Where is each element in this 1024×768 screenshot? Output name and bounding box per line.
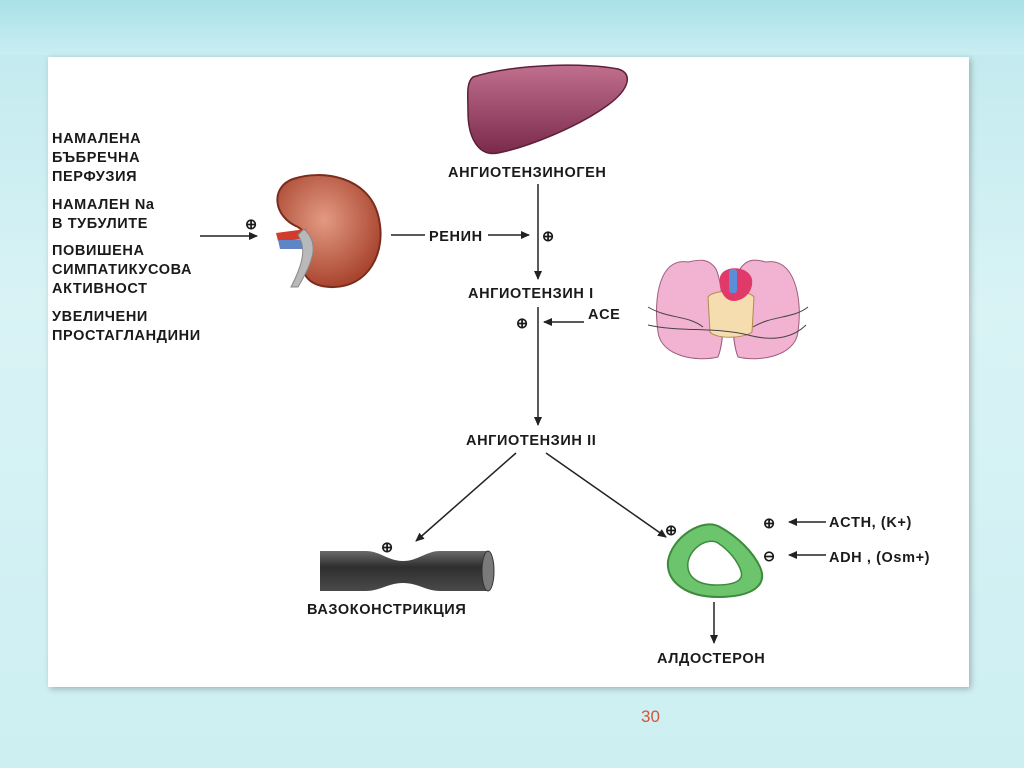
plus-sign: ⊕ [381,540,394,556]
cause-line: ПЕРФУЗИЯ [52,169,137,185]
cause-line: УВЕЛИЧЕНИ [52,309,148,325]
minus-sign: ⊖ [763,549,776,565]
ace-label: ACE [588,307,620,323]
cause-line: АКТИВНОСТ [52,281,148,297]
angiotensinogen-label: АНГИОТЕНЗИНОГЕН [448,165,606,181]
plus-sign: ⊕ [516,316,529,332]
aldosterone-label: АЛДОСТЕРОН [657,651,765,667]
background-band [0,0,1024,55]
plus-sign: ⊕ [763,516,776,532]
cause-line: НАМАЛЕНА [52,131,141,147]
cause-line: ПРОСТАГЛАНДИНИ [52,328,201,344]
slide-canvas: НАМАЛЕНА БЪБРЕЧНА ПЕРФУЗИЯ НАМАЛЕН Na В … [48,57,969,687]
vasoconstriction-label: ВАЗОКОНСТРИКЦИЯ [307,602,466,618]
arrow-to-vasoconstriction [415,452,517,542]
plus-sign: ⊕ [542,229,555,245]
liver-icon [466,64,628,155]
plus-sign: ⊕ [245,217,258,233]
blood-vessel-icon [320,550,495,592]
kidney-icon [276,174,382,289]
cause-line: НАМАЛЕН Na [52,197,155,213]
lungs-heart-icon [647,259,809,360]
arrow-to-adrenal [545,452,667,538]
adrenal-cell-icon [666,523,763,599]
angiotensin2-label: АНГИОТЕНЗИН II [466,433,596,449]
cause-line: БЪБРЕЧНА [52,150,140,166]
raas-diagram: НАМАЛЕНА БЪБРЕЧНА ПЕРФУЗИЯ НАМАЛЕН Na В … [52,64,930,667]
acth-label: ACTH, (K+) [829,515,912,531]
cause-line: В ТУБУЛИТЕ [52,216,148,232]
page-number: 30 [641,707,660,726]
angiotensin1-label: АНГИОТЕНЗИН I [468,286,594,302]
causes-list: НАМАЛЕНА БЪБРЕЧНА ПЕРФУЗИЯ НАМАЛЕН Na В … [52,131,201,344]
cause-line: ПОВИШЕНА [52,243,145,259]
renin-label: РЕНИН [429,229,483,245]
adh-label: ADH , (Osm+) [829,550,930,566]
plus-sign: ⊕ [665,523,678,539]
cause-line: СИМПАТИКУСОВА [52,262,192,278]
